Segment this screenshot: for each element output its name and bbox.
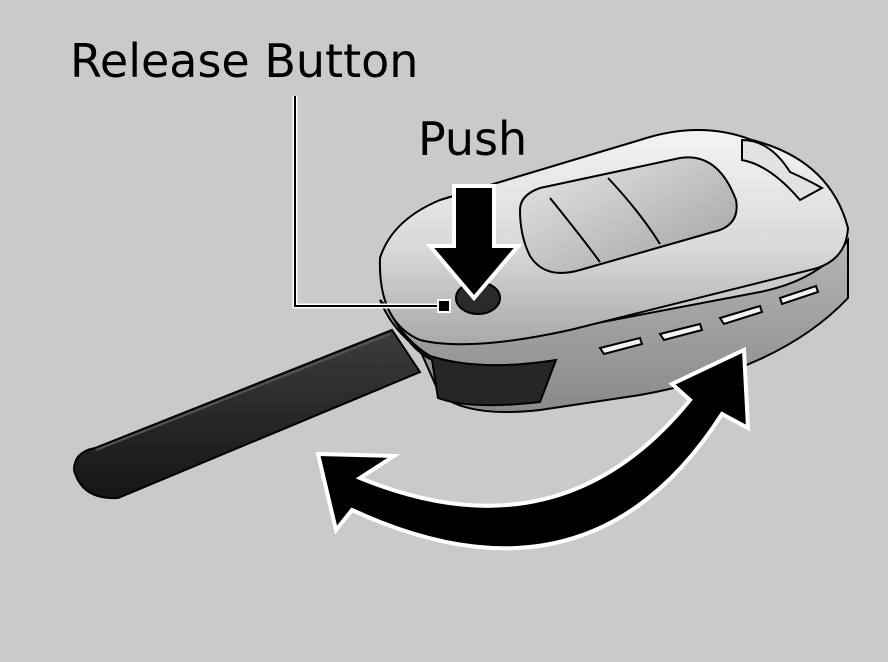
push-arrow-icon	[425, 184, 523, 302]
push-label: Push	[418, 112, 528, 166]
rotate-arrow-icon	[315, 346, 751, 551]
release-button-leader-line	[292, 96, 451, 313]
key-blade	[72, 328, 422, 500]
release-button-label: Release Button	[70, 34, 419, 88]
